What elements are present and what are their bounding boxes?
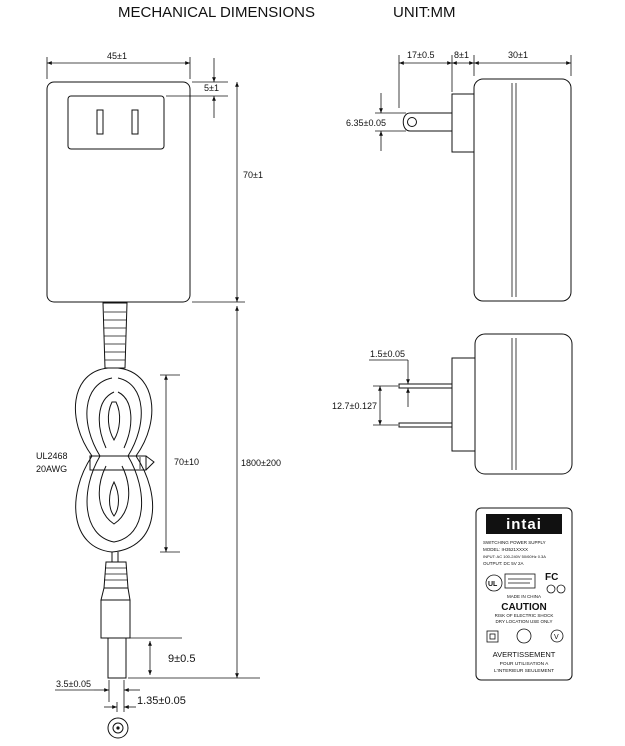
label-made-in: MADE IN CHINA [507,594,541,599]
label-outline [475,507,573,681]
body-height-label: 70±1 [243,170,263,180]
prong-thickness-label: 1.5±0.05 [370,349,405,359]
ul-mark-icon [485,574,503,592]
side-depth-label: 30±1 [508,50,528,60]
svg-text:intai: intai [506,516,542,533]
adapter-body [46,81,191,303]
cable-length-label: 1800±200 [241,458,281,468]
fcc-mark-icon: FC [545,572,558,583]
label-avertissement: AVERTISSEMENT [493,650,556,659]
pin-outer-label: 3.5±0.05 [56,679,91,689]
top-offset-label: 5±1 [204,83,219,93]
prong-bottom [398,422,453,428]
bottom-plug-base [451,357,476,452]
socket-slot-right [131,109,139,135]
prong-top [398,383,453,389]
cable-type-label: UL2468 [36,451,68,461]
plug-end-view [107,717,129,739]
prong-spacing-label: 12.7±0.127 [332,401,377,411]
label-caution: CAUTION [501,602,547,613]
bottom-side-body [474,333,573,475]
double-insulation-icon [486,630,499,643]
dc-plug-body [100,599,131,639]
label-warning-2: DRY LOCATION USE ONLY [496,619,553,624]
cable-gauge-label: 20AWG [36,464,67,474]
socket-outline [67,95,165,150]
coil-length-label: 70±10 [174,457,199,467]
label-output: OUTPUT: DC 5V 2A [483,561,524,566]
label-avert-2: L'INTERIEUR SEULEMENT [494,668,554,674]
body-width-label: 45±1 [107,51,127,61]
side-body [473,78,572,302]
rating-label: intai SWITCHING POWER SUPPLY MODEL: IH35… [475,507,573,681]
bottom-side-view: 1.5±0.05 12.7±0.127 [332,333,573,475]
svg-text:V: V [554,634,559,641]
label-product: SWITCHING POWER SUPPLY [483,540,546,545]
label-model: MODEL: IH3521XXXX [483,547,528,552]
brand-logo [486,514,562,534]
socket-slot-left [96,109,104,135]
indoor-use-icon [516,628,532,644]
cable-tie [89,455,147,471]
page-title: MECHANICAL DIMENSIONS [118,4,315,21]
side-prong [402,112,452,132]
prong-height-label: 6.35±0.05 [346,118,386,128]
dc-plug-barrel [107,637,127,679]
unit-label: UNIT:MM [393,4,456,21]
pin-inner-label: 1.35±0.05 [137,695,186,707]
svg-text:UL: UL [488,581,498,588]
side-gap-label: 8±1 [454,50,469,60]
dc-plug-strain-relief [100,552,131,601]
side-view: 17±0.5 8±1 30±1 6.35±0.05 [346,50,572,302]
plug-length-label: 9±0.5 [168,653,195,665]
ce-mark-icon [546,584,556,594]
energy-level-icon [550,629,564,643]
certification-text-icon [504,573,536,589]
front-view: 45±1 5±1 70±1 1800±200 [36,51,281,739]
coiled-cable [74,367,155,553]
label-input: INPUT: AC 100-240V 50/60Hz 0.3A [483,554,546,559]
side-plug-base [451,93,475,153]
strain-relief [102,302,128,369]
prong-length-label: 17±0.5 [407,50,434,60]
label-warning-1: RISK OF ELECTRIC SHOCK [495,613,554,618]
label-avert-1: POUR UTILISATION A [500,661,549,667]
efficiency-mark-icon [556,584,566,594]
